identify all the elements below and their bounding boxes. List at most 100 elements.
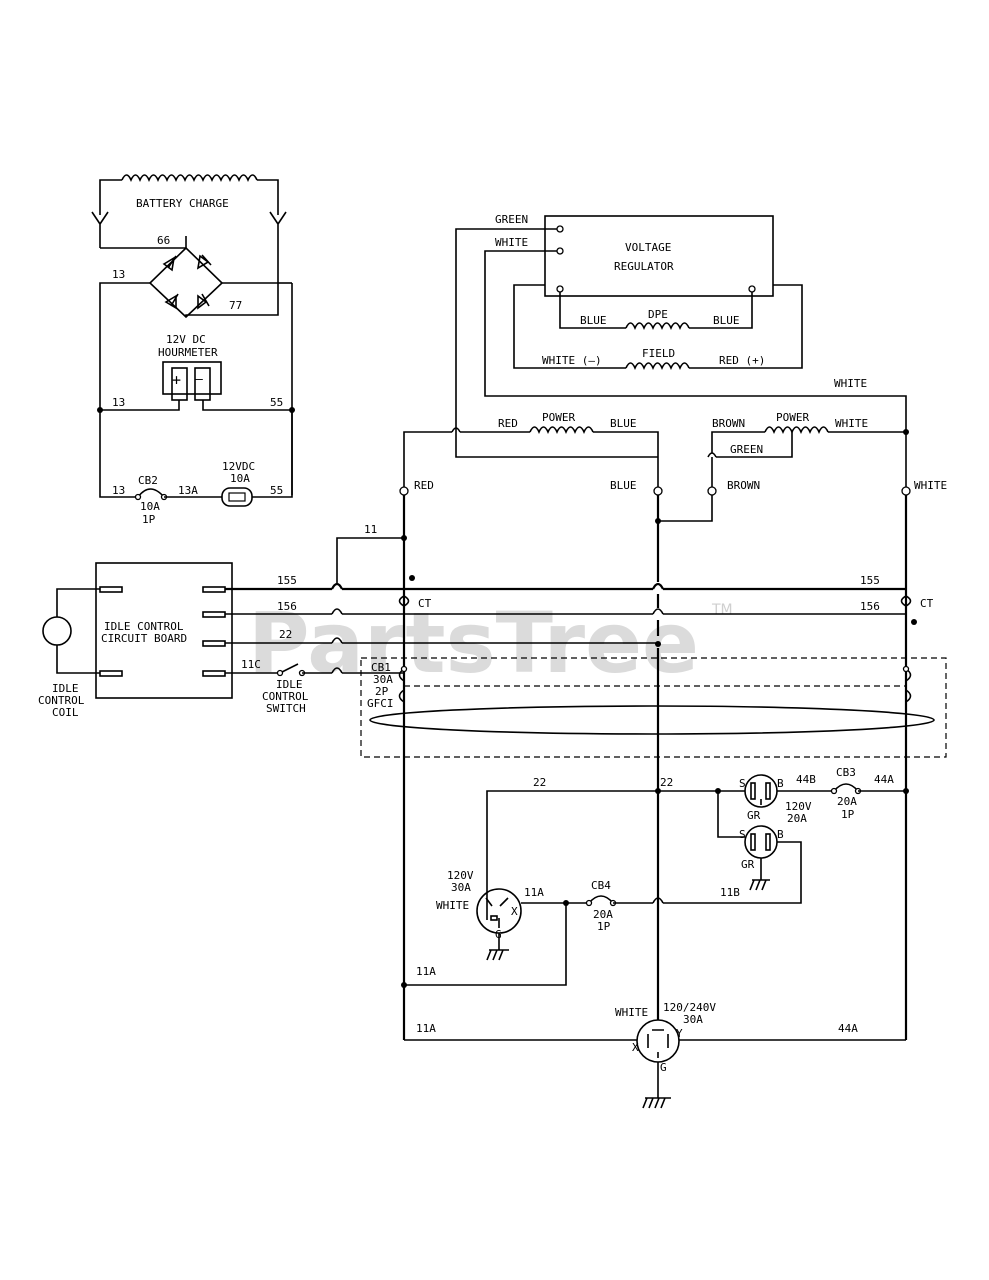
label-11c: 11C	[241, 658, 261, 671]
diode-1	[162, 255, 177, 272]
ct-left-label: CT	[418, 597, 432, 610]
receptacle-240v-g: G	[660, 1061, 667, 1074]
label-11: 11	[364, 523, 377, 536]
label-55-mid: 55	[270, 396, 283, 409]
idle-switch-label-1: IDLE	[276, 678, 303, 691]
cb3-pole: 1P	[841, 808, 855, 821]
field-coil	[625, 362, 690, 370]
label-156-left: 156	[277, 600, 297, 613]
label-44a-top: 44A	[874, 773, 894, 786]
green-power-label: GREEN	[730, 443, 763, 456]
brown-power-label: BROWN	[712, 417, 745, 430]
diode-2	[196, 254, 212, 270]
battery-charge-coil	[121, 174, 258, 182]
regulator-label-2: REGULATOR	[614, 260, 674, 273]
idle-control-board: IDLE CONTROL CIRCUIT BOARD IDLE CONTROL …	[38, 562, 233, 719]
white-top-label: WHITE	[834, 377, 867, 390]
cb3-breaker	[833, 783, 859, 792]
power-windings: RED POWER BLUE BROWN POWER WHITE GREEN R…	[399, 411, 947, 524]
label-22-left: 22	[279, 628, 292, 641]
cb4-amp: 20A	[593, 908, 613, 921]
cb1-gfci: CB1 30A 2P GFCI	[360, 657, 947, 758]
power-coil-1	[529, 426, 594, 434]
label-11a-2: 11A	[416, 965, 436, 978]
s-label-2: S	[739, 828, 746, 841]
power-2-label: POWER	[776, 411, 809, 424]
idle-switch-label-2: CONTROL	[262, 690, 309, 703]
hourmeter-label-2: HOURMETER	[158, 346, 218, 359]
label-13-top: 13	[112, 268, 125, 281]
white-power-label: WHITE	[835, 417, 868, 430]
diode-4	[197, 293, 210, 310]
voltage-regulator: VOLTAGE REGULATOR GREEN WHITE WHITE BLUE…	[455, 213, 907, 458]
receptacle-volt: 120V	[785, 800, 812, 813]
twist-lock-amp: 30A	[451, 881, 471, 894]
gfci-sensor-loop	[369, 705, 935, 735]
field-label: FIELD	[642, 347, 675, 360]
dpe-coil	[625, 322, 690, 330]
label-155-right: 155	[860, 574, 880, 587]
label-13-mid: 13	[112, 396, 125, 409]
white-wire-label: WHITE	[495, 236, 528, 249]
cb2-fuse-branch: 13 CB2 10A 1P 13A 12VDC 10A 55	[99, 410, 293, 526]
label-155-left: 155	[277, 574, 297, 587]
main-bus: 11	[336, 495, 917, 1040]
twist-lock-volt: 120V	[447, 869, 474, 882]
gr-label-1: GR	[747, 809, 761, 822]
cb4-breaker	[588, 895, 614, 904]
label-11b: 11B	[720, 886, 740, 899]
receptacle-240v-white: WHITE	[615, 1006, 648, 1019]
blue-left-label: BLUE	[580, 314, 607, 327]
blue-terminal-label: BLUE	[610, 479, 637, 492]
outlet-section: 22 22 S B GR S B GR 120V 20A 44B CB3 44A…	[401, 766, 909, 988]
battery-charge-label: BATTERY CHARGE	[136, 197, 229, 210]
red-terminal-label: RED	[414, 479, 434, 492]
cb2-breaker	[137, 488, 165, 498]
label-22-b: 22	[660, 776, 673, 789]
fuse-12vdc	[221, 487, 253, 507]
white-terminal-label: WHITE	[914, 479, 947, 492]
idle-coil-label-2: CONTROL	[38, 694, 85, 707]
label-11a-1: 11A	[524, 886, 544, 899]
signal-lines: 155 156 22 155 156 CT CT 11C IDLE CONTRO…	[225, 574, 934, 715]
green-wire-label: GREEN	[495, 213, 528, 226]
gr-label-2: GR	[741, 858, 755, 871]
receptacle-amp: 20A	[787, 812, 807, 825]
duplex-receptacle-bottom	[744, 825, 778, 859]
label-66: 66	[157, 234, 170, 247]
label-22-a: 22	[533, 776, 546, 789]
idle-board-label-2: CIRCUIT BOARD	[101, 632, 187, 645]
cb4-pole: 1P	[597, 920, 611, 933]
cb4-label: CB4	[591, 879, 611, 892]
cb3-label: CB3	[836, 766, 856, 779]
label-44b: 44B	[796, 773, 816, 786]
label-13-bot: 13	[112, 484, 125, 497]
cb3-amp: 20A	[837, 795, 857, 808]
blue-power-label: BLUE	[610, 417, 637, 430]
idle-coil-label-1: IDLE	[52, 682, 79, 695]
label-55-bot: 55	[270, 484, 283, 497]
cb2-pole: 1P	[142, 513, 156, 526]
fuse-label-1: 12VDC	[222, 460, 255, 473]
fuse-label-2: 10A	[230, 472, 250, 485]
brown-terminal-label: BROWN	[727, 479, 760, 492]
twist-lock-x: X	[511, 905, 518, 918]
watermark-tm: TM	[711, 602, 733, 618]
receptacle-240v-amp: 30A	[683, 1013, 703, 1026]
label-13a: 13A	[178, 484, 198, 497]
power-1-label: POWER	[542, 411, 575, 424]
red-power-label: RED	[498, 417, 518, 430]
label-77: 77	[229, 299, 242, 312]
idle-control-coil	[42, 616, 72, 646]
red-pos-label: RED (+)	[719, 354, 765, 367]
receptacle-240v-volt: 120/240V	[663, 1001, 716, 1014]
twist-lock-g: G	[495, 928, 502, 941]
receptacle-240v-y: Y	[676, 1027, 683, 1040]
cb2-amp: 10A	[140, 500, 160, 513]
gfci-label: GFCI	[367, 697, 394, 710]
b-label-1: B	[777, 777, 784, 790]
white-neg-label: WHITE (—)	[542, 354, 602, 367]
s-label-1: S	[739, 777, 746, 790]
